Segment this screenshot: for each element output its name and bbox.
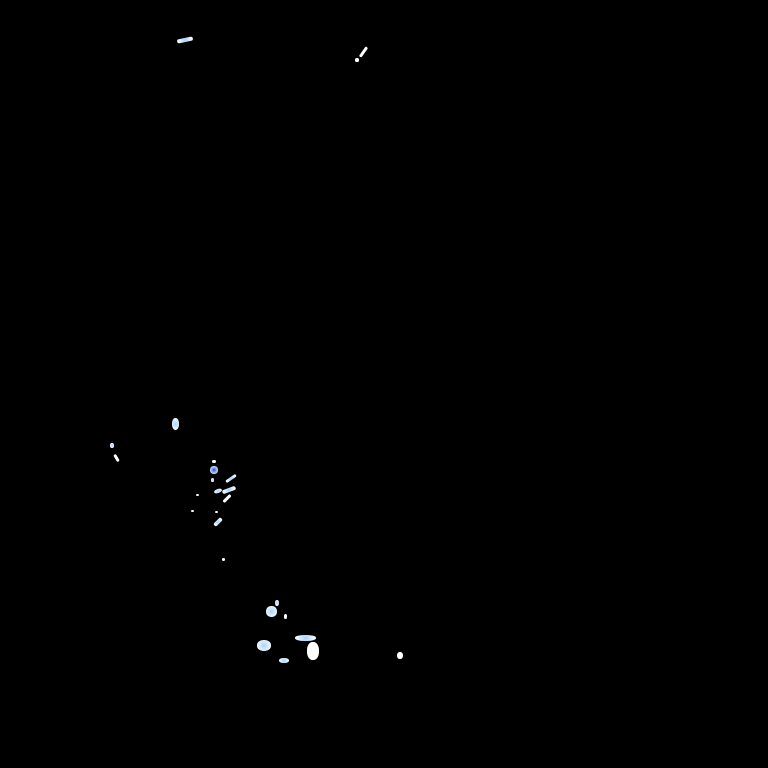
speckle (284, 614, 287, 619)
speckle (275, 600, 279, 606)
speckle (355, 58, 359, 62)
speckle (358, 46, 369, 58)
speckle (210, 466, 218, 474)
speckle (191, 510, 194, 512)
speckle (257, 640, 271, 651)
speckle (212, 460, 216, 463)
speckle (225, 473, 237, 484)
speckle (307, 642, 319, 660)
speckle (221, 485, 237, 495)
speckle (172, 418, 179, 430)
speckle (110, 443, 114, 448)
speckle (397, 652, 403, 659)
speckle (222, 493, 232, 504)
speckle (213, 517, 223, 527)
speckle (113, 453, 120, 463)
speckle (176, 36, 194, 44)
speckle (211, 478, 214, 482)
speckle (295, 635, 316, 641)
speckle (215, 511, 218, 513)
speckle (222, 558, 225, 561)
speckle (266, 606, 277, 617)
speckle (196, 494, 199, 496)
speckle (279, 658, 289, 663)
